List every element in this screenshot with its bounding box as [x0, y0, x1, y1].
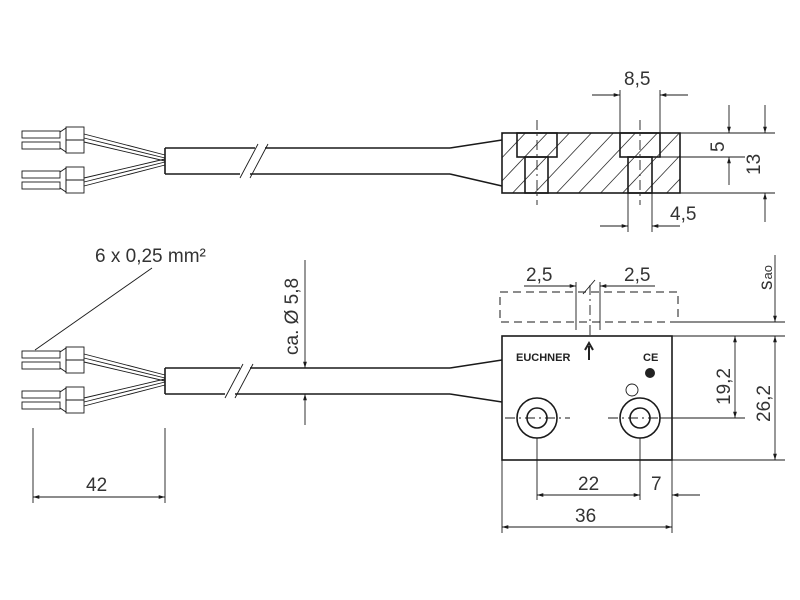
- hatch-line: [666, 178, 680, 193]
- front-view-dimensions: 2,5 2,5 sao 19,2 26,2 22 7 36: [501, 255, 785, 533]
- dim-22: 22: [578, 474, 599, 495]
- dim-36: 36: [575, 506, 596, 527]
- hatch-line: [534, 133, 592, 193]
- hatch-line: [556, 133, 614, 193]
- dim-5: 5: [708, 141, 729, 152]
- hatch-line: [512, 133, 570, 193]
- dim-2-5-right: 2,5: [624, 265, 650, 286]
- dim-cable-diameter: ca. Ø 5,8: [282, 278, 303, 355]
- euchner-logo: EUCHNER: [516, 352, 570, 364]
- dim-8-5: 8,5: [624, 69, 650, 90]
- dim-4-5: 4,5: [670, 204, 696, 225]
- hatch-line: [682, 126, 752, 200]
- wire-spec-label: 6 x 0,25 mm²: [95, 246, 206, 267]
- ground-symbol-icon: [645, 368, 655, 378]
- dim-26-2: 26,2: [754, 385, 775, 422]
- ce-mark: CE: [643, 352, 658, 364]
- hatch-line: [600, 133, 658, 193]
- hatch-line: [502, 133, 526, 159]
- dim-7: 7: [651, 474, 662, 495]
- top-view-dimensions: 8,5 4,5 5 13: [592, 69, 775, 232]
- dim-13: 13: [744, 154, 765, 175]
- hatch-line: [502, 133, 548, 182]
- hatch-line: [622, 133, 680, 193]
- arrow-up-icon: [584, 340, 594, 360]
- hatch-line: [578, 133, 636, 193]
- top-view-cable: [22, 127, 503, 193]
- front-view-switch: EUCHNER CE: [499, 285, 679, 461]
- dim-sao: sao: [756, 265, 777, 290]
- dim-2-5-left: 2,5: [526, 265, 552, 286]
- dim-19-2: 19,2: [714, 368, 735, 405]
- top-view-block: [501, 120, 752, 205]
- dim-42: 42: [86, 475, 107, 496]
- front-view-cable: 6 x 0,25 mm² ca. Ø 5,8 42: [22, 246, 503, 503]
- hatch-line: [644, 155, 680, 193]
- hatch-line: [502, 133, 504, 136]
